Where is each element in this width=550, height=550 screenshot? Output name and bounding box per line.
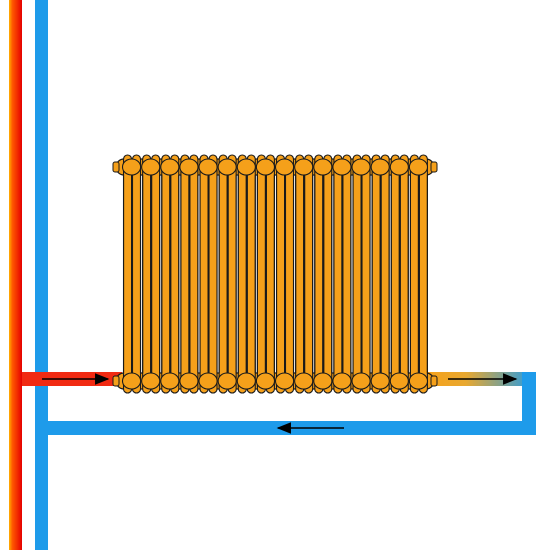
radiator-tube-face bbox=[411, 177, 418, 371]
radiator-tube-face bbox=[392, 177, 399, 371]
radiator-section-top-knuckle bbox=[351, 158, 371, 176]
radiator-section-top-knuckle bbox=[236, 158, 256, 176]
radiator-section-top-knuckle bbox=[179, 158, 199, 176]
radiator-section bbox=[389, 154, 409, 394]
radiator-tube-face bbox=[201, 177, 208, 371]
radiator-section bbox=[160, 154, 180, 394]
radiator-section-bottom-knuckle bbox=[370, 372, 390, 390]
radiator-section bbox=[217, 154, 237, 394]
radiator-section-bottom-knuckle bbox=[179, 372, 199, 390]
radiator-tube-face bbox=[354, 177, 361, 371]
radiator-section-top-knuckle bbox=[141, 158, 161, 176]
radiator-section-top-knuckle bbox=[160, 158, 180, 176]
radiator-section-top-knuckle bbox=[255, 158, 276, 176]
radiator-section-bottom-knuckle bbox=[294, 372, 314, 390]
radiator-tube-face bbox=[239, 177, 246, 371]
radiator-section-bottom-knuckle bbox=[313, 372, 333, 390]
radiator-tube-face bbox=[133, 177, 140, 371]
radiator-section-bottom-knuckle bbox=[332, 372, 352, 390]
radiator-tube-face bbox=[296, 177, 303, 371]
radiator-section-top-knuckle bbox=[121, 158, 142, 176]
radiator-section-top-knuckle bbox=[294, 158, 314, 176]
return-loop-vertical-pipe bbox=[522, 372, 536, 435]
radiator-cap-top-left bbox=[112, 161, 120, 173]
radiator-section-bottom-knuckle bbox=[255, 372, 276, 390]
radiator-tube-face bbox=[401, 177, 408, 371]
radiator-tube-face bbox=[305, 177, 312, 371]
radiator-section-top-knuckle bbox=[389, 158, 409, 176]
radiator-tube-face bbox=[171, 177, 178, 371]
radiator-section-top-knuckle bbox=[274, 158, 295, 176]
radiator-section-bottom-knuckle bbox=[198, 372, 218, 390]
radiator-tube-face bbox=[334, 177, 341, 371]
radiator-tube-face bbox=[420, 177, 427, 371]
radiator-section bbox=[141, 154, 161, 394]
radiator-section bbox=[236, 154, 256, 394]
radiator-tube-face bbox=[343, 177, 350, 371]
radiator-section bbox=[408, 154, 429, 394]
radiator-section bbox=[198, 154, 218, 394]
radiator-tube-face bbox=[362, 177, 370, 371]
radiator-tube-face bbox=[229, 177, 236, 371]
radiator-section-bottom-knuckle bbox=[141, 372, 161, 390]
radiator-tube-face bbox=[258, 177, 265, 371]
radiator-section bbox=[351, 154, 371, 394]
radiator-tube-face bbox=[209, 177, 217, 371]
radiator-section bbox=[370, 154, 390, 394]
radiator-section-bottom-knuckle bbox=[274, 372, 295, 390]
radiator-tube-face bbox=[315, 177, 322, 371]
radiator-tube-face bbox=[181, 177, 188, 371]
radiator-section bbox=[313, 154, 333, 394]
radiator-section bbox=[332, 154, 352, 394]
supply-riser-pipe bbox=[9, 0, 22, 550]
radiator-section-top-knuckle bbox=[370, 158, 390, 176]
radiator-tube-face bbox=[162, 177, 169, 371]
radiator-section-bottom-knuckle bbox=[121, 372, 142, 390]
radiator-tube-face bbox=[324, 177, 331, 371]
radiator-section-bottom-knuckle bbox=[160, 372, 180, 390]
radiator-section-top-knuckle bbox=[313, 158, 333, 176]
radiator-tube-face bbox=[220, 177, 227, 371]
return-riser-pipe bbox=[35, 0, 48, 550]
radiator-tube-face bbox=[190, 177, 197, 371]
radiator-tube-face bbox=[373, 177, 380, 371]
radiator-section bbox=[255, 154, 276, 394]
radiator-tube-face bbox=[248, 177, 255, 371]
radiator-tube-face bbox=[267, 177, 274, 371]
radiator-tube-face bbox=[152, 177, 159, 371]
radiator-section bbox=[179, 154, 199, 394]
radiator-section bbox=[274, 154, 295, 394]
radiator-section-bottom-knuckle bbox=[217, 372, 237, 390]
radiator-section-bottom-knuckle bbox=[351, 372, 371, 390]
radiator-section-top-knuckle bbox=[198, 158, 218, 176]
radiator-section-bottom-knuckle bbox=[408, 372, 429, 390]
radiator bbox=[112, 154, 438, 394]
radiator-tube-face bbox=[143, 177, 150, 371]
radiator-section bbox=[294, 154, 314, 394]
radiator-tube-face bbox=[382, 177, 389, 371]
radiator-section-bottom-knuckle bbox=[236, 372, 256, 390]
radiator-tube-face bbox=[286, 177, 293, 371]
radiator-section-top-knuckle bbox=[408, 158, 429, 176]
radiator-section-bottom-knuckle bbox=[389, 372, 409, 390]
radiator-cap-top-right bbox=[430, 161, 438, 173]
radiator-tube-face bbox=[277, 177, 284, 371]
radiator-cap-bottom-left bbox=[112, 375, 120, 387]
radiator-section-top-knuckle bbox=[217, 158, 237, 176]
radiator-section-top-knuckle bbox=[332, 158, 352, 176]
radiator-tube-face bbox=[124, 177, 131, 371]
radiator-section bbox=[121, 154, 142, 394]
radiator-cap-bottom-right bbox=[430, 375, 438, 387]
